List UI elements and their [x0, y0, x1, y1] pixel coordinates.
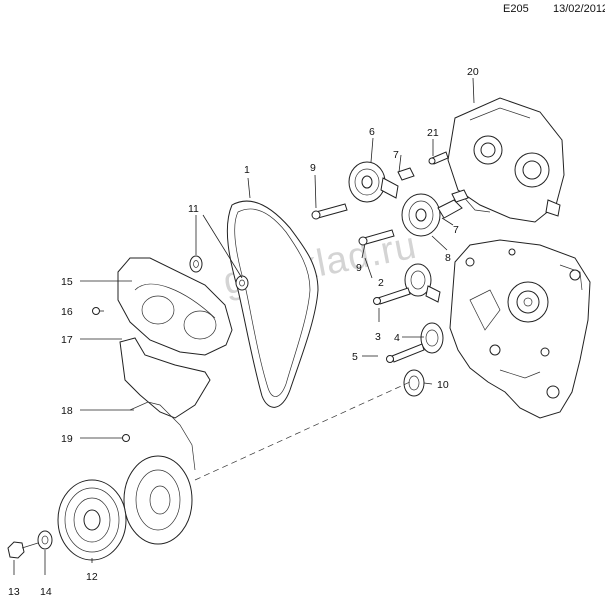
callout-21: 21 — [427, 127, 439, 139]
camshaft-sprocket-upper — [348, 161, 399, 203]
callout-13: 13 — [8, 586, 20, 598]
timing-belt — [226, 200, 319, 408]
callout-10: 10 — [437, 379, 449, 391]
callout-5: 5 — [352, 351, 358, 363]
callout-20: 20 — [467, 66, 479, 78]
callout-1: 1 — [244, 164, 250, 176]
callout-8: 8 — [445, 252, 451, 264]
pulley-bolt — [7, 541, 39, 559]
callout-9-upper: 9 — [310, 162, 316, 174]
camshaft-sprocket-lower — [401, 189, 469, 237]
cover-bolt — [428, 151, 449, 165]
callout-16: 16 — [61, 306, 73, 318]
idler-washer — [189, 255, 249, 291]
crank-seal-cover — [123, 455, 193, 545]
diagram-date: 13/02/2012 — [553, 3, 605, 15]
cover-gasket — [129, 401, 196, 471]
callout-2: 2 — [378, 277, 384, 289]
belt-tensioner — [373, 263, 441, 305]
camshaft-bolt-upper — [397, 167, 415, 181]
callout-4: 4 — [394, 332, 400, 344]
cover-bolt-lower — [122, 434, 130, 442]
callout-14: 14 — [40, 586, 52, 598]
alignment-dashed-line — [194, 381, 411, 481]
crankshaft-pulley — [57, 479, 127, 561]
callout-19: 19 — [61, 433, 73, 445]
callout-labels: 1 2 3 4 5 6 7 7 8 9 9 10 11 12 13 14 15 … — [8, 66, 479, 598]
callout-9-lower: 9 — [356, 262, 362, 274]
callout-7-lower: 7 — [453, 224, 459, 236]
diagram-code: E205 — [503, 3, 529, 15]
idler-pulley — [386, 322, 444, 363]
callout-18: 18 — [61, 405, 73, 417]
callout-3: 3 — [375, 331, 381, 343]
rear-timing-cover — [447, 97, 565, 223]
callout-12: 12 — [86, 571, 98, 583]
callout-11: 11 — [188, 203, 199, 215]
cover-bolt-upper — [92, 307, 100, 315]
leader-lines — [13, 77, 475, 575]
sprocket-bolt-upper — [311, 203, 348, 220]
sprocket-bolt-lower — [358, 229, 395, 246]
upper-front-cover — [117, 257, 233, 356]
engine-block — [449, 239, 591, 419]
callout-6: 6 — [369, 126, 375, 138]
callout-15: 15 — [61, 276, 73, 288]
callout-7-upper: 7 — [393, 149, 399, 161]
callout-17: 17 — [61, 334, 73, 346]
pulley-washer — [37, 530, 53, 550]
lower-front-cover — [119, 337, 211, 419]
